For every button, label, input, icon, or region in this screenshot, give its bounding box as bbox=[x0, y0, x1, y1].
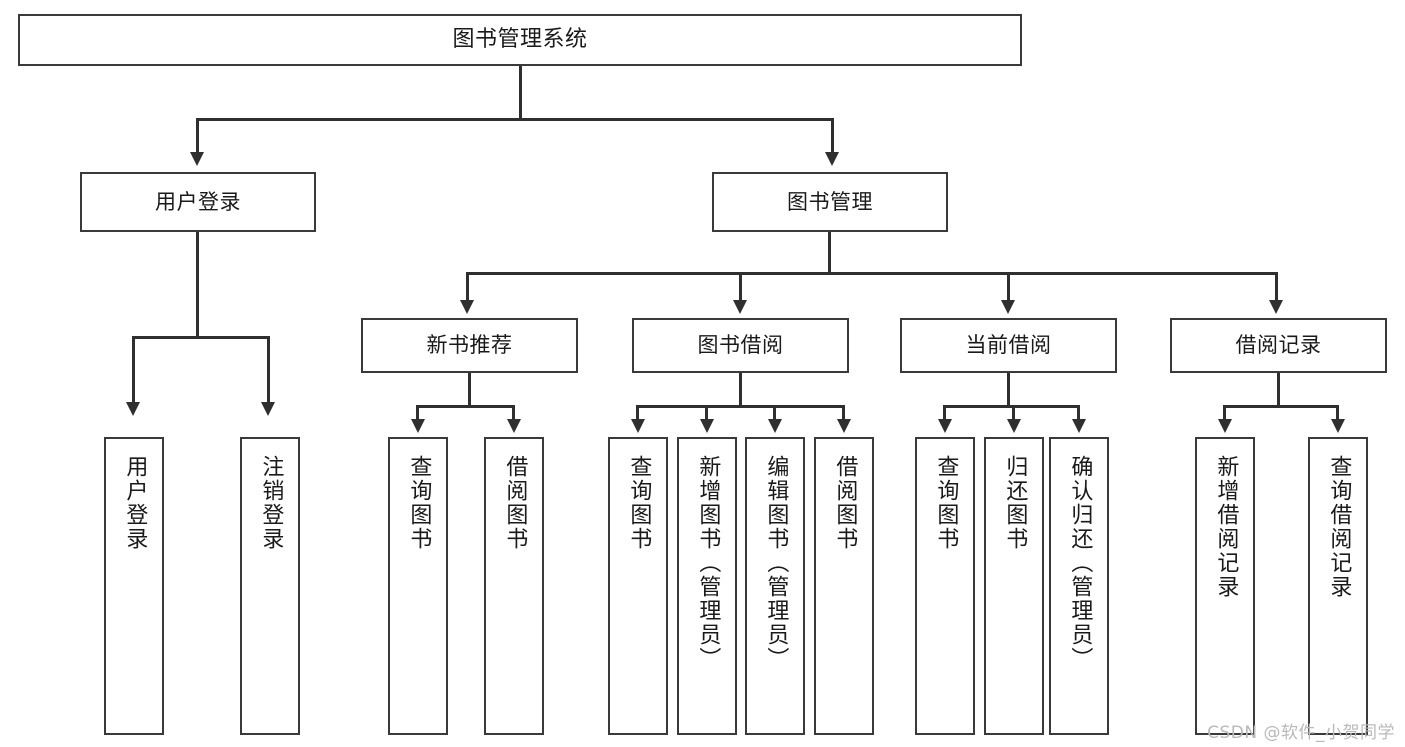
node-current-borrow[interactable]: 当前借阅 bbox=[900, 318, 1117, 373]
arrow-book-borrow-leaf-1 bbox=[631, 419, 645, 433]
arrow-current-borrow-leaf-2 bbox=[1007, 419, 1021, 433]
connector-book-borrow-bus bbox=[636, 405, 845, 408]
connector-book-manage-drop-3 bbox=[1007, 272, 1010, 302]
connector-root-bus bbox=[196, 118, 834, 121]
arrow-new-book-leaf-2 bbox=[507, 419, 521, 433]
node-label: 查询借阅记录 bbox=[1326, 455, 1352, 599]
node-leaf-edit-book[interactable]: 编辑图书（管理员） bbox=[745, 437, 805, 735]
connector-book-manage-drop-4 bbox=[1275, 272, 1278, 302]
node-leaf-add-record[interactable]: 新增借阅记录 bbox=[1195, 437, 1255, 735]
arrow-current-borrow-leaf-1 bbox=[938, 419, 952, 433]
connector-root-to-book-manage bbox=[831, 118, 834, 154]
node-label: 图书管理系统 bbox=[452, 27, 588, 53]
arrow-book-manage-child-1 bbox=[460, 300, 474, 314]
connector-borrow-record-stem bbox=[1277, 373, 1280, 405]
connector-current-borrow-drop-1 bbox=[943, 405, 946, 421]
node-label: 新增借阅记录 bbox=[1213, 455, 1239, 599]
arrow-book-borrow-leaf-2 bbox=[700, 419, 714, 433]
node-book-manage[interactable]: 图书管理 bbox=[712, 172, 948, 232]
node-leaf-query-book-2[interactable]: 查询图书 bbox=[608, 437, 668, 735]
connector-borrow-record-bus bbox=[1223, 405, 1338, 408]
connector-new-book-drop-1 bbox=[416, 405, 419, 421]
connector-book-manage-drop-2 bbox=[739, 272, 742, 302]
node-leaf-return-book[interactable]: 归还图书 bbox=[984, 437, 1044, 735]
node-label: 图书借阅 bbox=[697, 333, 784, 358]
connector-borrow-record-drop-1 bbox=[1223, 405, 1226, 421]
node-label: 查询图书 bbox=[406, 455, 432, 551]
connector-book-manage-stem bbox=[828, 232, 831, 272]
connector-current-borrow-drop-2 bbox=[1012, 405, 1015, 421]
connector-current-borrow-stem bbox=[1007, 373, 1010, 405]
node-leaf-query-record[interactable]: 查询借阅记录 bbox=[1308, 437, 1368, 735]
node-leaf-add-book[interactable]: 新增图书（管理员） bbox=[677, 437, 737, 735]
arrow-user-login-leaf-2 bbox=[261, 402, 275, 416]
connector-borrow-record-drop-2 bbox=[1336, 405, 1339, 421]
connector-book-borrow-drop-4 bbox=[842, 405, 845, 421]
connector-book-manage-bus bbox=[466, 272, 1278, 275]
node-label: 新书推荐 bbox=[426, 333, 513, 358]
node-leaf-query-book-1[interactable]: 查询图书 bbox=[388, 437, 448, 735]
node-book-borrow[interactable]: 图书借阅 bbox=[632, 318, 849, 373]
node-label: 确认归还（管理员） bbox=[1067, 455, 1093, 671]
connector-book-manage-drop-1 bbox=[466, 272, 469, 302]
node-label: 新增图书（管理员） bbox=[695, 455, 721, 671]
node-label: 注销登录 bbox=[258, 455, 284, 551]
connector-user-login-drop-2 bbox=[267, 336, 270, 404]
connector-current-borrow-bus bbox=[943, 405, 1079, 408]
arrow-user-login-leaf-1 bbox=[126, 402, 140, 416]
node-leaf-borrow-book-1[interactable]: 借阅图书 bbox=[484, 437, 544, 735]
arrow-root-to-user-login bbox=[190, 152, 204, 166]
arrow-new-book-leaf-1 bbox=[411, 419, 425, 433]
node-label: 查询图书 bbox=[626, 455, 652, 551]
csdn-watermark: CSDN @软件_小贺同学 bbox=[1207, 723, 1395, 743]
node-leaf-borrow-book-2[interactable]: 借阅图书 bbox=[814, 437, 874, 735]
arrow-book-manage-child-4 bbox=[1269, 300, 1283, 314]
node-leaf-query-book-3[interactable]: 查询图书 bbox=[915, 437, 975, 735]
arrow-current-borrow-leaf-3 bbox=[1072, 419, 1086, 433]
node-root-system[interactable]: 图书管理系统 bbox=[18, 14, 1022, 66]
connector-new-book-stem bbox=[468, 373, 471, 405]
node-label: 查询图书 bbox=[933, 455, 959, 551]
arrow-book-borrow-leaf-3 bbox=[768, 419, 782, 433]
node-label: 借阅记录 bbox=[1235, 333, 1322, 358]
connector-root-stem bbox=[519, 66, 522, 118]
node-leaf-confirm-return[interactable]: 确认归还（管理员） bbox=[1049, 437, 1109, 735]
node-label: 借阅图书 bbox=[502, 455, 528, 551]
connector-current-borrow-drop-3 bbox=[1077, 405, 1080, 421]
node-label: 用户登录 bbox=[122, 455, 148, 551]
arrow-book-manage-child-2 bbox=[733, 300, 747, 314]
arrow-root-to-book-manage bbox=[825, 152, 839, 166]
connector-book-borrow-stem bbox=[739, 373, 742, 405]
connector-root-to-user-login bbox=[196, 118, 199, 154]
node-borrow-record[interactable]: 借阅记录 bbox=[1170, 318, 1387, 373]
node-label: 用户登录 bbox=[155, 189, 241, 214]
connector-user-login-bus bbox=[132, 336, 270, 339]
arrow-borrow-record-leaf-2 bbox=[1331, 419, 1345, 433]
connector-new-book-bus bbox=[416, 405, 514, 408]
connector-user-login-stem bbox=[196, 232, 199, 336]
connector-user-login-drop-1 bbox=[132, 336, 135, 404]
node-user-login[interactable]: 用户登录 bbox=[80, 172, 316, 232]
node-leaf-user-login[interactable]: 用户登录 bbox=[104, 437, 164, 735]
node-new-book-recommend[interactable]: 新书推荐 bbox=[361, 318, 578, 373]
node-leaf-logout-login[interactable]: 注销登录 bbox=[240, 437, 300, 735]
node-label: 编辑图书（管理员） bbox=[763, 455, 789, 671]
connector-book-borrow-drop-1 bbox=[636, 405, 639, 421]
node-label: 借阅图书 bbox=[832, 455, 858, 551]
node-label: 图书管理 bbox=[787, 189, 873, 214]
connector-new-book-drop-2 bbox=[512, 405, 515, 421]
arrow-book-manage-child-3 bbox=[1001, 300, 1015, 314]
connector-book-borrow-drop-3 bbox=[773, 405, 776, 421]
arrow-book-borrow-leaf-4 bbox=[837, 419, 851, 433]
node-label: 归还图书 bbox=[1002, 455, 1028, 551]
connector-book-borrow-drop-2 bbox=[705, 405, 708, 421]
arrow-borrow-record-leaf-1 bbox=[1218, 419, 1232, 433]
node-label: 当前借阅 bbox=[965, 333, 1052, 358]
